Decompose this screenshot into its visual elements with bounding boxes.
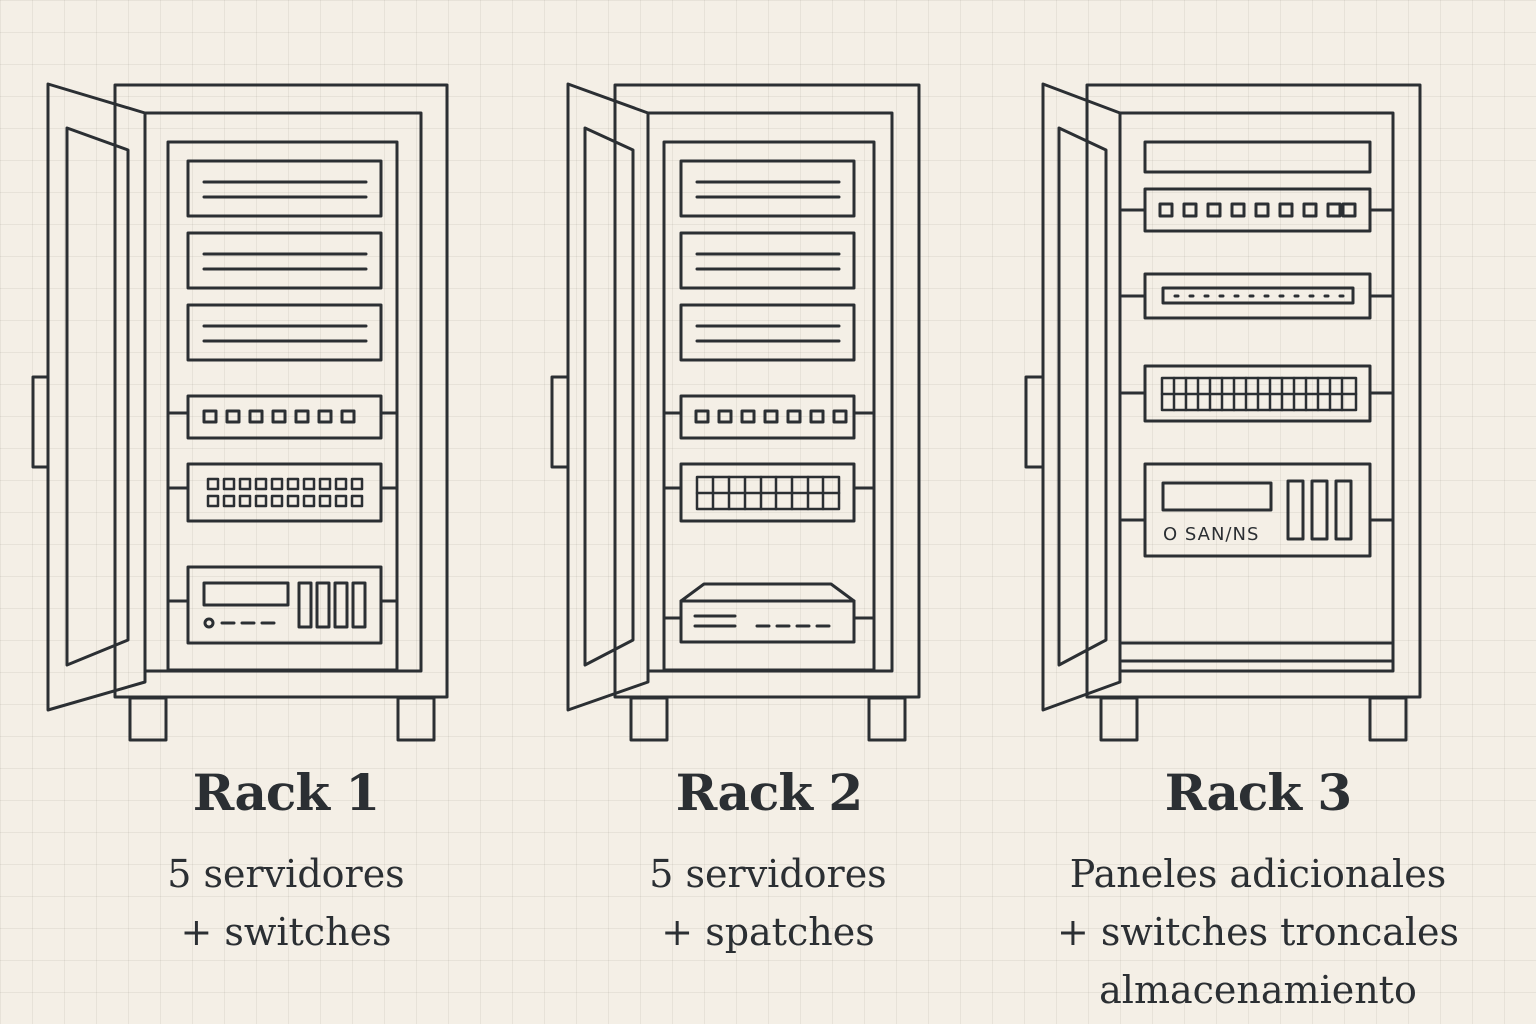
rack-3-storage-label: O SAN/NS (1163, 524, 1259, 545)
rack-1-server-2 (186, 231, 383, 290)
rack-1-server-3 (186, 303, 383, 362)
rack-2-description-line-2: + spatches (661, 910, 875, 954)
rack-2-description: 5 servidores + spatches (598, 845, 938, 961)
rack-1-server-1 (186, 159, 383, 218)
rack-2-switch (662, 394, 876, 440)
rack-1-door (31, 82, 147, 712)
rack-2-cabinet (613, 83, 921, 699)
rack-3-description-line-1: Paneles adicionales (1069, 852, 1447, 896)
rack-3-storage-unit: O SAN/NS (1120, 462, 1394, 558)
rack-1-storage-unit (166, 565, 399, 645)
rack-1-feet (128, 696, 436, 742)
rack-1 (31, 82, 449, 742)
rack-3-patch-panel (1120, 364, 1394, 423)
rack-1-cabinet (113, 83, 449, 699)
rack-2-server-1 (679, 159, 856, 218)
rack-3-title: Rack 3 (1164, 763, 1352, 822)
rack-2-server-2 (679, 231, 856, 290)
rack-2-network-appliance (662, 582, 876, 644)
rack-3-description: Paneles adicionales + switches troncales… (1028, 845, 1488, 1019)
rack-2-patch-panel (662, 462, 876, 523)
rack-3-blank-panel (1143, 140, 1372, 174)
rack-3-fiber-panel (1120, 272, 1394, 320)
rack-1-description: 5 servidores + switches (116, 845, 456, 961)
rack-3-trunk-switch (1120, 187, 1394, 233)
rack-2-door (550, 82, 650, 712)
rack-2-feet (629, 696, 907, 742)
rack-1-description-line-2: + switches (180, 910, 392, 954)
rack-3-description-line-3: almacenamiento (1099, 968, 1417, 1012)
rack-3-description-line-2: + switches troncales (1056, 910, 1460, 954)
rack-3-feet (1099, 696, 1408, 742)
rack-2-server-3 (679, 303, 856, 362)
rack-3: O SAN/NS (1024, 82, 1422, 742)
rack-2 (550, 82, 921, 742)
rack-1-patch-panel (166, 462, 399, 523)
rack-2-title: Rack 2 (675, 763, 863, 822)
rack-1-switch (166, 394, 399, 440)
rack-1-title: Rack 1 (192, 763, 380, 822)
rack-2-description-line-1: 5 servidores (649, 852, 887, 896)
rack-1-description-line-1: 5 servidores (167, 852, 405, 896)
rack-3-door (1024, 82, 1122, 712)
